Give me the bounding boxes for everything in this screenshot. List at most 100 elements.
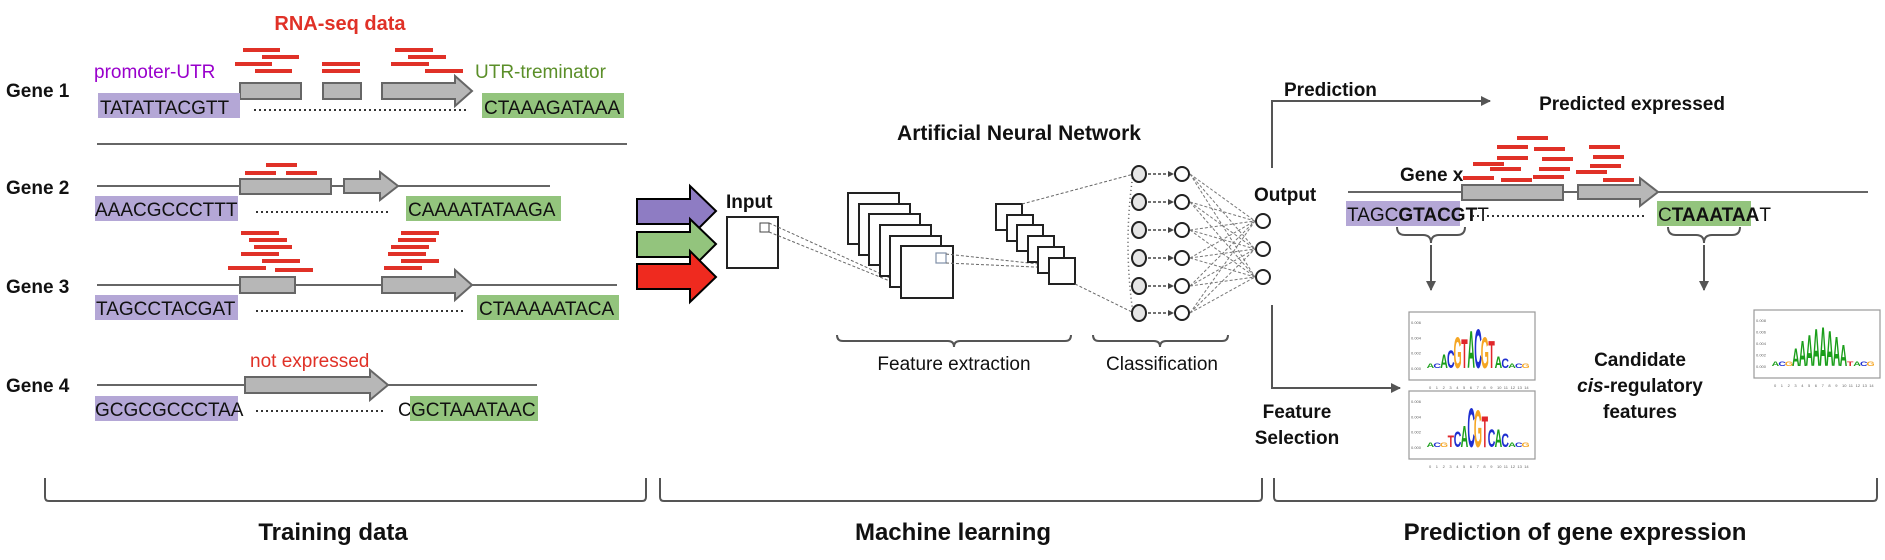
terminator-box xyxy=(1657,201,1751,226)
output-node xyxy=(1255,213,1271,229)
training-panel: RNA-seq data promoter-UTR UTR-treminator… xyxy=(6,13,627,421)
section-title-prediction: Prediction of gene expression xyxy=(1404,519,1747,546)
network-connection xyxy=(1189,201,1256,222)
not-expressed-label: not expressed xyxy=(250,351,369,372)
logo-x-tick: 0 xyxy=(1429,464,1432,469)
dense-node xyxy=(1131,249,1147,267)
logo-y-tick: 0.006 xyxy=(1411,399,1422,404)
promoter-sequence: TAGCGTACGTT xyxy=(1347,205,1489,226)
terminator-prefix: C xyxy=(398,400,412,421)
logo-x-tick: 12 xyxy=(1856,383,1861,388)
logo-y-tick: 0.000 xyxy=(1411,445,1422,450)
logo-x-tick: 14 xyxy=(1524,385,1529,390)
logo-y-tick: 0.004 xyxy=(1756,341,1767,346)
output-node xyxy=(1255,269,1271,285)
logo-letter: A xyxy=(1495,426,1503,453)
terminator-box xyxy=(482,93,624,118)
network-connection xyxy=(1189,201,1256,278)
feature-selection-line2: Selection xyxy=(1255,428,1339,449)
exon xyxy=(322,82,362,100)
exon xyxy=(239,82,302,100)
network-connection xyxy=(1189,248,1256,314)
gene-row-3: Gene 3 TAGCCTACGAT CTAAAAATACA xyxy=(6,231,619,320)
candidate-line2: cis-regulatory xyxy=(1577,376,1703,397)
dense-node xyxy=(1131,221,1147,239)
logo-x-tick: 9 xyxy=(1835,383,1838,388)
input-label: Input xyxy=(726,192,773,213)
logo-letter: T xyxy=(1488,334,1495,378)
network-connection xyxy=(1189,220,1256,259)
logo-x-tick: 5 xyxy=(1463,464,1466,469)
logo-x-tick: 2 xyxy=(1443,464,1446,469)
logo-x-tick: 8 xyxy=(1483,385,1486,390)
candidate-line1: Candidate xyxy=(1594,350,1686,371)
ann-title: Artificial Neural Network xyxy=(897,122,1141,145)
gene-x-label: Gene x xyxy=(1400,165,1464,186)
classification-brace xyxy=(1092,334,1229,348)
logo-letter: A xyxy=(1495,352,1503,371)
output-label: Output xyxy=(1254,185,1317,206)
network-connection xyxy=(1189,220,1256,231)
logo-frame xyxy=(1408,311,1536,381)
logo-letter: C xyxy=(1515,362,1523,370)
expression-input-arrow xyxy=(636,248,718,305)
logo-x-tick: 10 xyxy=(1497,464,1502,469)
candidate-line3: features xyxy=(1603,402,1677,423)
logo-letter: G xyxy=(1522,441,1530,449)
terminator-box xyxy=(477,295,619,320)
hidden-node xyxy=(1174,166,1190,182)
terminator-motif-brace xyxy=(1667,226,1741,244)
logo-y-tick: 0.002 xyxy=(1411,351,1422,356)
logo-letter: A xyxy=(1840,338,1848,373)
logo-letter: C xyxy=(1454,427,1462,453)
predicted-reads xyxy=(1463,136,1634,182)
exon-arrow xyxy=(343,169,400,203)
promoter-box xyxy=(95,295,238,320)
exon-arrow xyxy=(381,73,474,109)
promoter-box xyxy=(98,93,240,118)
logo-x-tick: 14 xyxy=(1524,464,1529,469)
logo-letter: A xyxy=(1792,345,1800,372)
exon-arrow xyxy=(244,367,390,403)
utr-terminator-label: UTR-treminator xyxy=(475,62,607,83)
logo-letter: A xyxy=(1427,441,1435,449)
training-bracket xyxy=(44,478,647,502)
logo-letter: G xyxy=(1454,328,1462,378)
logo-x-tick: 7 xyxy=(1477,464,1480,469)
terminator-sequence: CTAAATAAT xyxy=(1658,205,1771,226)
gene-name: Gene 4 xyxy=(6,376,70,397)
logo-x-tick: 8 xyxy=(1483,464,1486,469)
logo-x-tick: 0 xyxy=(1774,383,1777,388)
logo-x-tick: 1 xyxy=(1436,464,1439,469)
dense-node xyxy=(1131,193,1147,211)
rna-reads xyxy=(228,231,439,272)
logo-y-tick: 0.006 xyxy=(1756,330,1767,335)
logo-x-tick: 11 xyxy=(1504,464,1509,469)
logo-y-tick: 0.004 xyxy=(1411,335,1422,340)
promoter-utr-label: promoter-UTR xyxy=(94,62,215,83)
logo-y-tick: 0.004 xyxy=(1411,414,1422,419)
classification-label: Classification xyxy=(1106,354,1218,375)
gene-row-1: Gene 1 TATATTACGTT CTAAAGATAAA xyxy=(6,48,624,119)
logo-letter: C xyxy=(1488,426,1496,453)
rnaseq-label: RNA-seq data xyxy=(274,13,406,35)
logo-frame xyxy=(1408,390,1536,460)
logo-x-tick: 11 xyxy=(1849,383,1854,388)
logo-letter: A xyxy=(1799,333,1807,374)
logo-letter: C xyxy=(1467,397,1475,460)
prediction-panel: Prediction Predicted expressed Feature S… xyxy=(1255,80,1881,469)
hidden-node xyxy=(1174,278,1190,294)
logo-y-tick: 0.000 xyxy=(1411,366,1422,371)
network-connection xyxy=(1189,276,1256,314)
pooled-map-stack xyxy=(995,203,1076,285)
gene-name: Gene 2 xyxy=(6,178,69,199)
output-node xyxy=(1255,241,1271,257)
logo-x-tick: 0 xyxy=(1429,385,1432,390)
network-connection xyxy=(1189,173,1256,250)
logo-x-tick: 7 xyxy=(1477,385,1480,390)
logo-letter: A xyxy=(1508,362,1516,370)
logo-x-tick: 13 xyxy=(1517,464,1522,469)
network-connection xyxy=(1189,220,1256,314)
section-title-ml: Machine learning xyxy=(855,519,1051,546)
logo-x-tick: 10 xyxy=(1497,385,1502,390)
